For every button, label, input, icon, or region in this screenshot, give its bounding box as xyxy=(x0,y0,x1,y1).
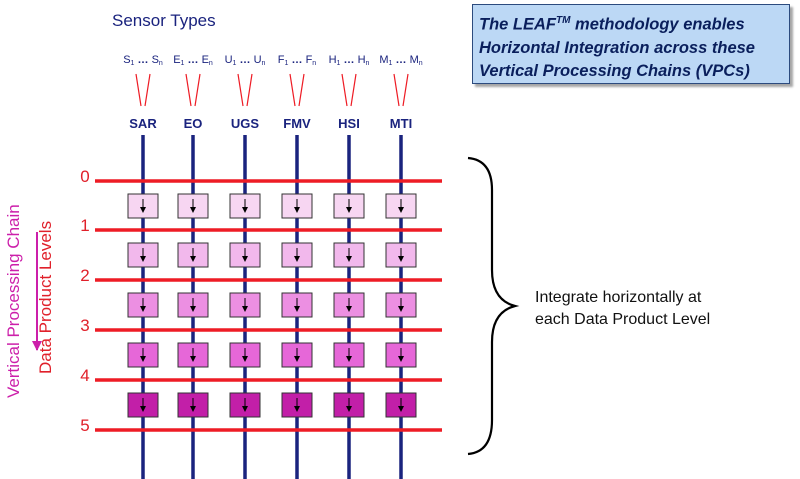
processing-box xyxy=(385,392,417,418)
processing-box xyxy=(177,193,209,219)
sensor-fan-line xyxy=(289,73,296,107)
integrate-text-line2: each Data Product Level xyxy=(535,311,711,328)
sensor-range-fmv: F1 … Fn xyxy=(278,54,317,67)
curly-brace-icon xyxy=(467,156,520,456)
sensor-fan-line xyxy=(194,73,201,107)
level-label-5: 5 xyxy=(80,416,89,435)
processing-box xyxy=(281,193,313,219)
integrate-text-line1: Integrate horizontally at xyxy=(535,289,702,306)
trademark-superscript: TM xyxy=(556,15,571,26)
sensor-fan-line xyxy=(135,73,142,107)
processing-box xyxy=(385,193,417,219)
callout-line1-pre: The LEAF xyxy=(479,15,556,34)
sensor-label-fmv: FMV xyxy=(283,116,311,131)
sensor-types-title: Sensor Types xyxy=(112,11,216,30)
sensor-label-sar: SAR xyxy=(129,116,157,131)
sensor-range-hsi: H1 … Hn xyxy=(329,54,370,67)
callout-line3: Vertical Processing Chains (VPCs) xyxy=(479,61,750,80)
integrate-horizontally-text: Integrate horizontally at each Data Prod… xyxy=(535,287,710,331)
sensor-range-eo: E1 … En xyxy=(173,54,213,67)
sensor-range-mti: M1 … Mn xyxy=(379,54,422,67)
level-label-4: 4 xyxy=(80,366,89,385)
callout-text: The LEAFTM methodology enables Horizonta… xyxy=(479,9,783,83)
data-product-levels-label: Data Product Levels xyxy=(36,220,55,374)
leaf-callout-box: The LEAFTM methodology enables Horizonta… xyxy=(472,4,790,84)
sensor-label-mti: MTI xyxy=(390,116,412,131)
vertical-processing-chain-label: Vertical Processing Chain xyxy=(4,204,23,398)
sensor-fan-line xyxy=(393,73,400,107)
sensor-range-ugs: U1 … Un xyxy=(225,54,266,67)
sensor-fan-line xyxy=(185,73,192,107)
sensor-fan-line xyxy=(237,73,244,107)
level-label-2: 2 xyxy=(80,266,89,285)
callout-line2: Horizontal Integration across these xyxy=(479,38,755,57)
sensor-label-hsi: HSI xyxy=(338,116,360,131)
callout-line1-post: methodology enables xyxy=(570,15,745,34)
processing-box xyxy=(127,242,159,268)
level-label-0: 0 xyxy=(80,167,89,186)
level-label-3: 3 xyxy=(80,316,89,335)
sensor-fan-line xyxy=(144,73,151,107)
sensor-label-eo: EO xyxy=(184,116,203,131)
sensor-fan-line xyxy=(341,73,348,107)
sensor-fan-line xyxy=(350,73,357,107)
sensor-fan-line xyxy=(402,73,409,107)
sensor-range-sar: S1 … Sn xyxy=(123,54,163,67)
sensor-fan-line xyxy=(298,73,305,107)
sensor-label-ugs: UGS xyxy=(231,116,260,131)
level-label-1: 1 xyxy=(80,216,89,235)
sensor-fan-line xyxy=(246,73,253,107)
